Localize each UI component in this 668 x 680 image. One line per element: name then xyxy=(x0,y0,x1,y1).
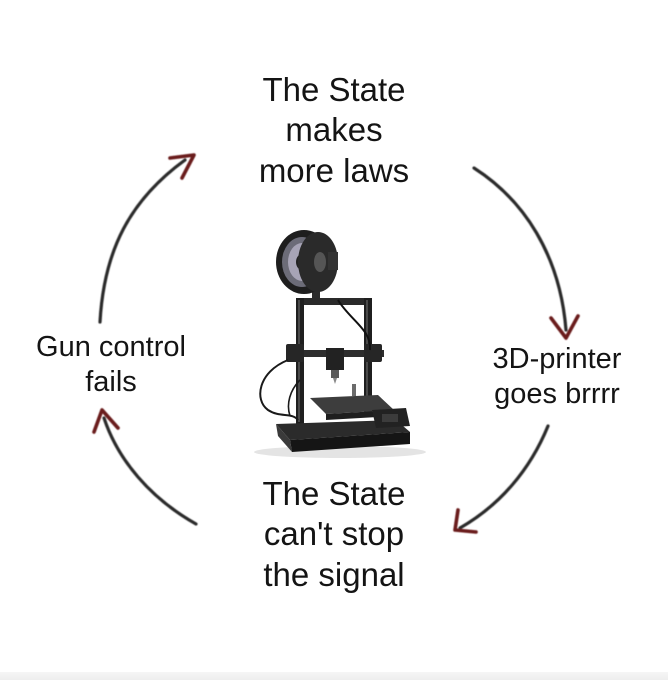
cycle-step-left-line-1: Gun control xyxy=(36,331,186,363)
cycle-step-top-line-3: more laws xyxy=(258,151,410,189)
cycle-step-right-line-2: goes brrrr xyxy=(494,378,620,411)
cycle-step-bottom: The State can't stop the signal xyxy=(214,474,454,595)
cycle-step-right: 3D-printer goes brrrr xyxy=(452,342,662,413)
cycle-step-right-line-1: 3D-printer xyxy=(492,343,622,375)
cycle-step-left-line-2: fails xyxy=(85,366,137,399)
printer-frame xyxy=(286,298,384,424)
bottom-edge xyxy=(0,672,668,680)
cycle-step-top: The State makes more laws xyxy=(224,70,444,191)
arrow-left-up xyxy=(98,153,196,324)
filament-spool xyxy=(276,230,338,300)
cycle-step-bottom-line-3: the signal xyxy=(263,555,405,593)
printer-base xyxy=(259,359,410,452)
cycle-step-bottom-line-1: The State xyxy=(262,475,406,512)
cycle-step-left: Gun control fails xyxy=(6,330,216,401)
cycle-step-bottom-line-2: can't stop xyxy=(263,515,405,553)
cycle-step-top-line-1: The State xyxy=(262,71,406,108)
arrow-right-down xyxy=(472,166,580,340)
arrow-bottom-left xyxy=(92,408,198,526)
arrow-bottom-right xyxy=(453,424,550,534)
cycle-step-top-line-2: makes xyxy=(285,111,383,149)
